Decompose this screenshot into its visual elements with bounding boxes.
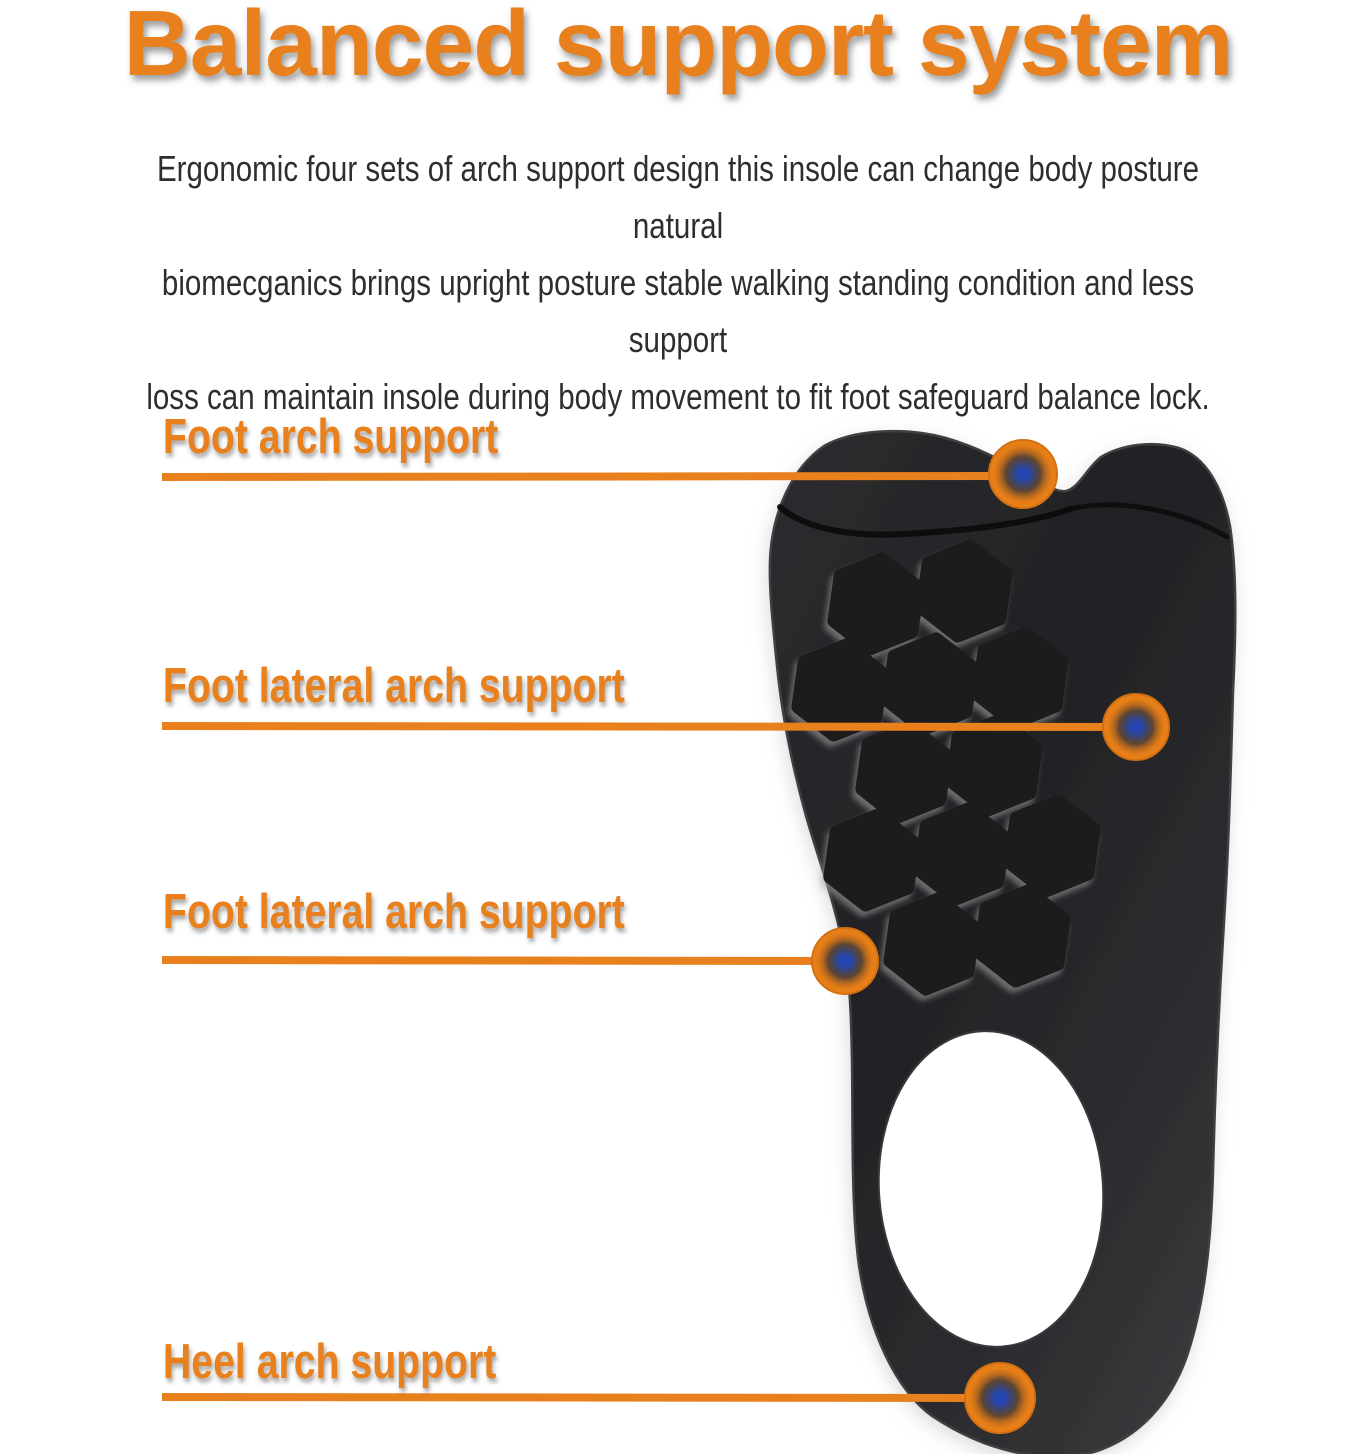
heel-cutout-hole — [877, 1030, 1105, 1348]
marker-dot-heel-arch-support — [964, 1362, 1036, 1434]
description-line-2: biomecganics brings upright posture stab… — [161, 262, 1195, 360]
callout-line-foot-lateral-arch-support-2 — [161, 956, 846, 965]
marker-dot-foot-lateral-arch-support-1 — [1102, 693, 1170, 761]
description-line-3: loss can maintain insole during body mov… — [146, 376, 1210, 417]
insole-body — [768, 429, 1237, 1454]
toe-edge-ridge — [777, 504, 1073, 538]
toe-edge-ridge-right — [1067, 502, 1230, 540]
marker-dot-foot-lateral-arch-support-2 — [811, 927, 879, 995]
page-title: Balanced support system — [123, 0, 1234, 95]
callout-label-foot-lateral-arch-support-1: Foot lateral arch support — [163, 659, 625, 713]
callout-label-foot-arch-support: Foot arch support — [163, 410, 499, 464]
callout-line-heel-arch-support — [161, 1393, 1001, 1402]
callout-label-foot-lateral-arch-support-2: Foot lateral arch support — [163, 885, 625, 939]
description-paragraph: Ergonomic four sets of arch support desi… — [122, 140, 1234, 425]
callout-label-heel-arch-support: Heel arch support — [163, 1335, 497, 1389]
callout-line-foot-lateral-arch-support-1 — [161, 722, 1137, 731]
callout-line-foot-arch-support — [161, 472, 1024, 481]
description-line-1: Ergonomic four sets of arch support desi… — [156, 148, 1200, 246]
marker-dot-foot-arch-support — [988, 439, 1058, 509]
